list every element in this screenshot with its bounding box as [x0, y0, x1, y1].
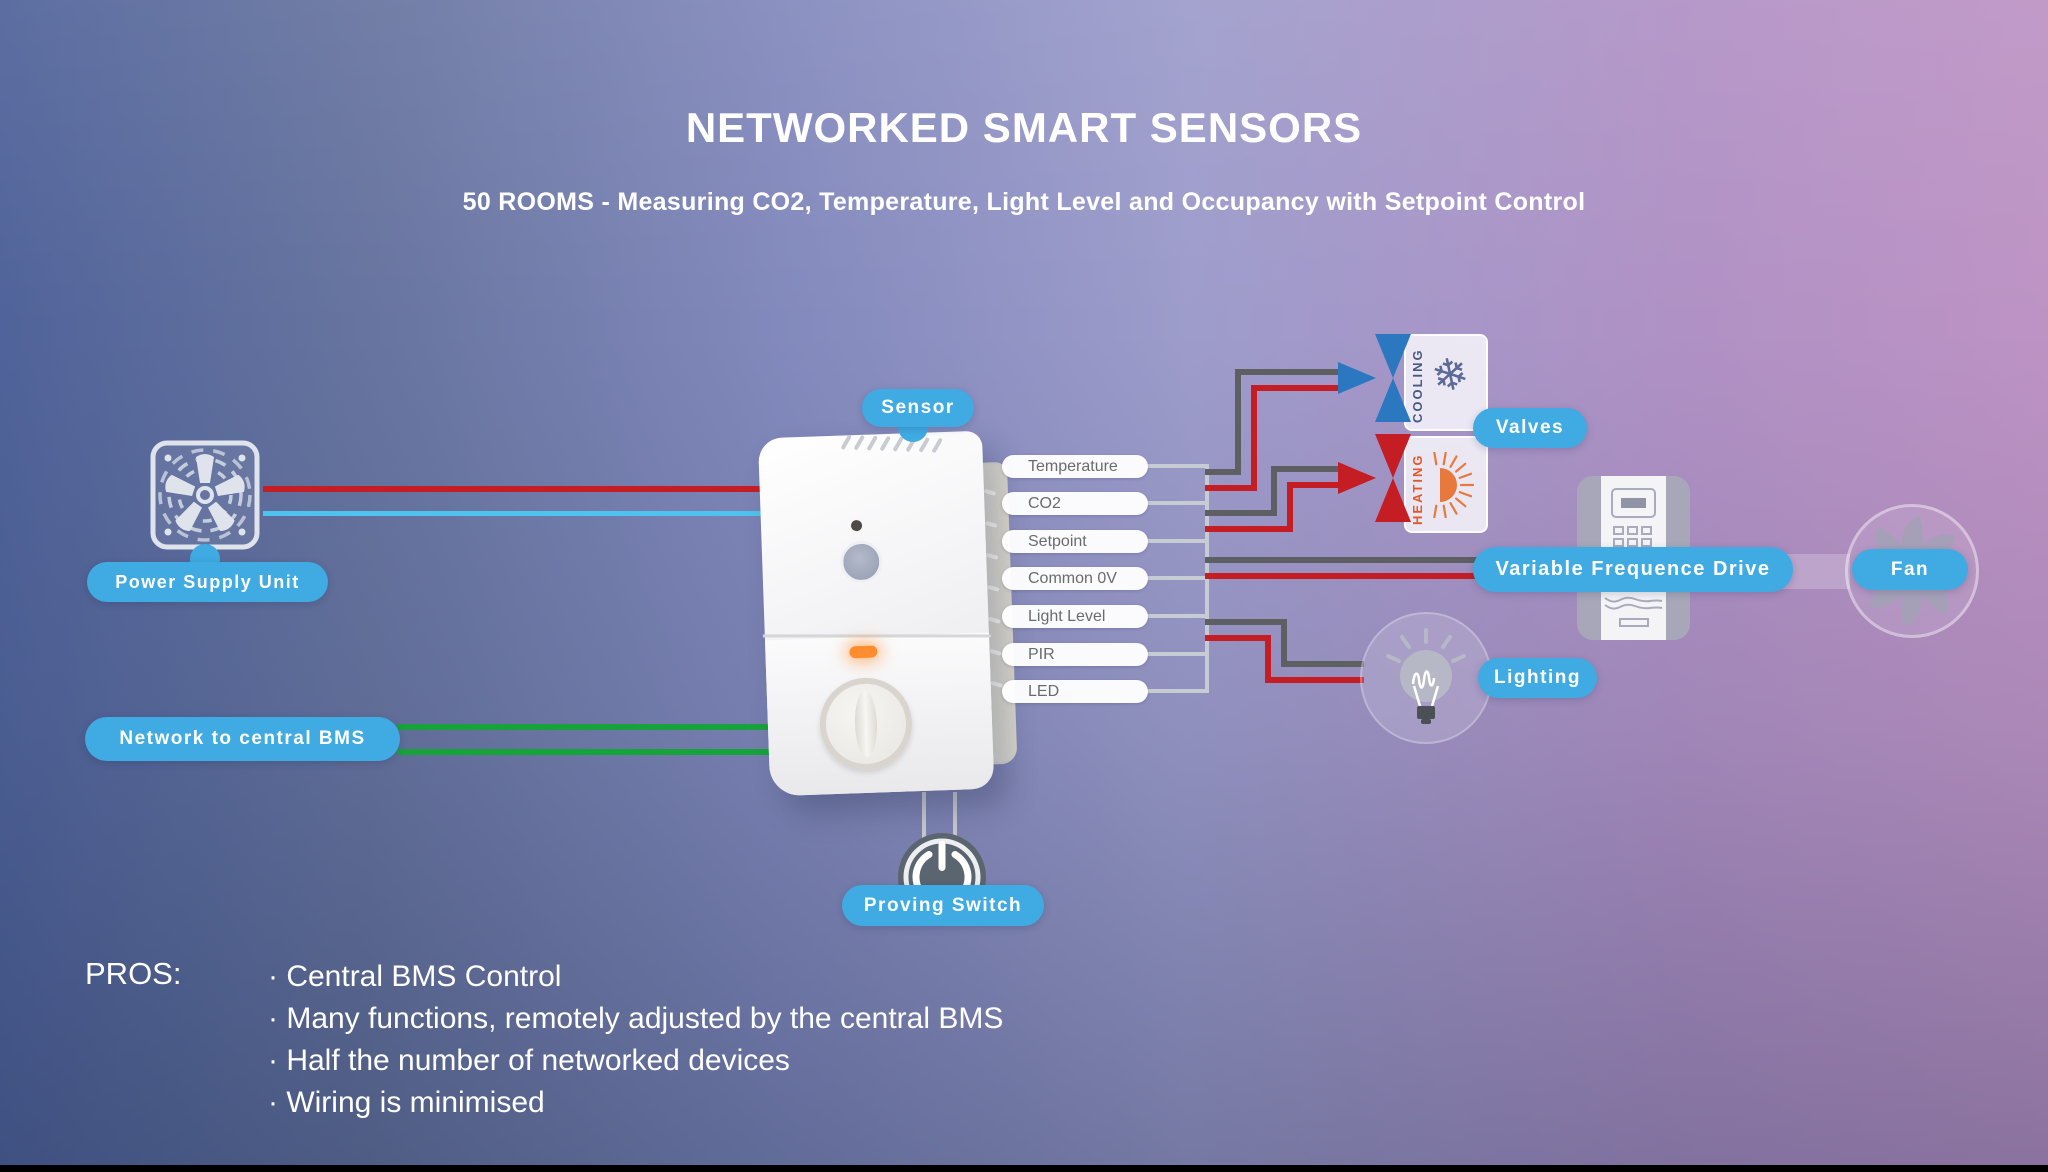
heating-valve-icon	[1375, 478, 1411, 522]
cooling-red-wire	[1251, 385, 1257, 491]
heating-red-wire	[1287, 482, 1293, 532]
pros-item: · Wiring is minimised	[268, 1086, 545, 1119]
port-pill-co2: CO2	[1002, 492, 1148, 515]
pros-list: · Central BMS Control · Many functions, …	[268, 956, 1003, 1124]
port-pill-setpoint: Setpoint	[1002, 530, 1148, 553]
heating-valve-icon	[1375, 434, 1411, 478]
vfd-label: Variable Frequence Drive	[1473, 547, 1793, 592]
cooling-valve-icon	[1375, 378, 1411, 422]
stub-line	[1148, 652, 1207, 656]
lighting-red-wire	[1265, 635, 1271, 683]
lighting-gray-wire	[1281, 661, 1364, 667]
lightbulb-icon	[1360, 612, 1492, 744]
port-pill-light-level: Light Level	[1002, 605, 1148, 628]
cooling-card: COOLING ❄	[1404, 334, 1488, 431]
port-pill-temperature: Temperature	[1002, 455, 1148, 478]
status-led	[849, 645, 878, 659]
cooling-valve-icon	[1375, 334, 1411, 378]
vfd-gray-wire	[1205, 557, 1639, 563]
port-pill-pir: PIR	[1002, 643, 1148, 666]
lighting-red-wire	[1265, 677, 1364, 683]
heating-gray-wire	[1271, 466, 1277, 516]
stub-line	[1148, 501, 1207, 505]
vfd-red-wire	[1205, 573, 1639, 579]
stub-line	[1148, 464, 1207, 468]
network-to-bms-label: Network to central BMS	[85, 717, 400, 761]
pros-item: · Central BMS Control	[268, 960, 562, 993]
fan-grille-icon	[150, 440, 260, 550]
heating-wire-arrow	[1338, 462, 1376, 494]
sensor-device	[757, 420, 1021, 800]
stub-line	[1148, 614, 1207, 618]
pir-lens	[839, 540, 884, 584]
heating-gray-wire	[1271, 466, 1338, 472]
cooling-red-wire	[1205, 485, 1257, 491]
sensor-front-face	[757, 430, 995, 797]
heating-label: HEATING	[1410, 453, 1425, 525]
proving-switch-wire	[922, 792, 926, 840]
fan-label: Fan	[1852, 549, 1968, 590]
stub-line	[1148, 576, 1207, 580]
cooling-red-wire	[1251, 385, 1338, 391]
pros-heading: PROS:	[85, 956, 182, 991]
snowflake-icon: ❄	[1427, 347, 1474, 404]
valves-label: Valves	[1473, 408, 1587, 448]
psu-blue-wire	[263, 511, 803, 516]
page-title: NETWORKED SMART SENSORS	[685, 104, 1363, 151]
pros-item: · Many functions, remotely adjusted by t…	[268, 1002, 1004, 1035]
lighting-red-wire	[1205, 635, 1271, 641]
stub-line	[1148, 689, 1207, 693]
proving-switch-label: Proving Switch	[842, 885, 1044, 926]
cooling-gray-wire	[1235, 369, 1241, 475]
sensor-label: Sensor	[862, 389, 974, 427]
page-subtitle: 50 ROOMS - Measuring CO2, Temperature, L…	[462, 188, 1586, 216]
stub-line	[1148, 539, 1207, 543]
heating-gray-wire	[1205, 510, 1277, 516]
microphone-hole	[850, 519, 863, 532]
lighting-gray-wire	[1281, 619, 1287, 667]
port-pill-led: LED	[1002, 680, 1148, 703]
heating-red-wire	[1205, 526, 1293, 532]
cooling-gray-wire	[1205, 469, 1241, 475]
cooling-label: COOLING	[1410, 348, 1425, 423]
heating-red-wire	[1287, 482, 1338, 488]
heating-card: HEATING	[1404, 436, 1488, 533]
lighting-label: Lighting	[1478, 658, 1597, 698]
lighting-gray-wire	[1205, 619, 1287, 625]
psu-red-wire	[263, 486, 795, 492]
cooling-gray-wire	[1235, 369, 1338, 375]
network-green-wire	[398, 749, 842, 755]
network-green-wire	[398, 724, 794, 730]
panel-seam	[762, 634, 991, 638]
cooling-wire-arrow	[1338, 362, 1376, 394]
sun-icon	[1433, 452, 1475, 518]
proving-switch-wire	[953, 792, 957, 840]
power-supply-unit-label: Power Supply Unit	[87, 562, 328, 602]
port-pill-common-0v: Common 0V	[1002, 567, 1148, 590]
bottom-border	[0, 1165, 2048, 1172]
pros-item: · Half the number of networked devices	[268, 1044, 790, 1077]
vent-slits	[840, 434, 943, 454]
